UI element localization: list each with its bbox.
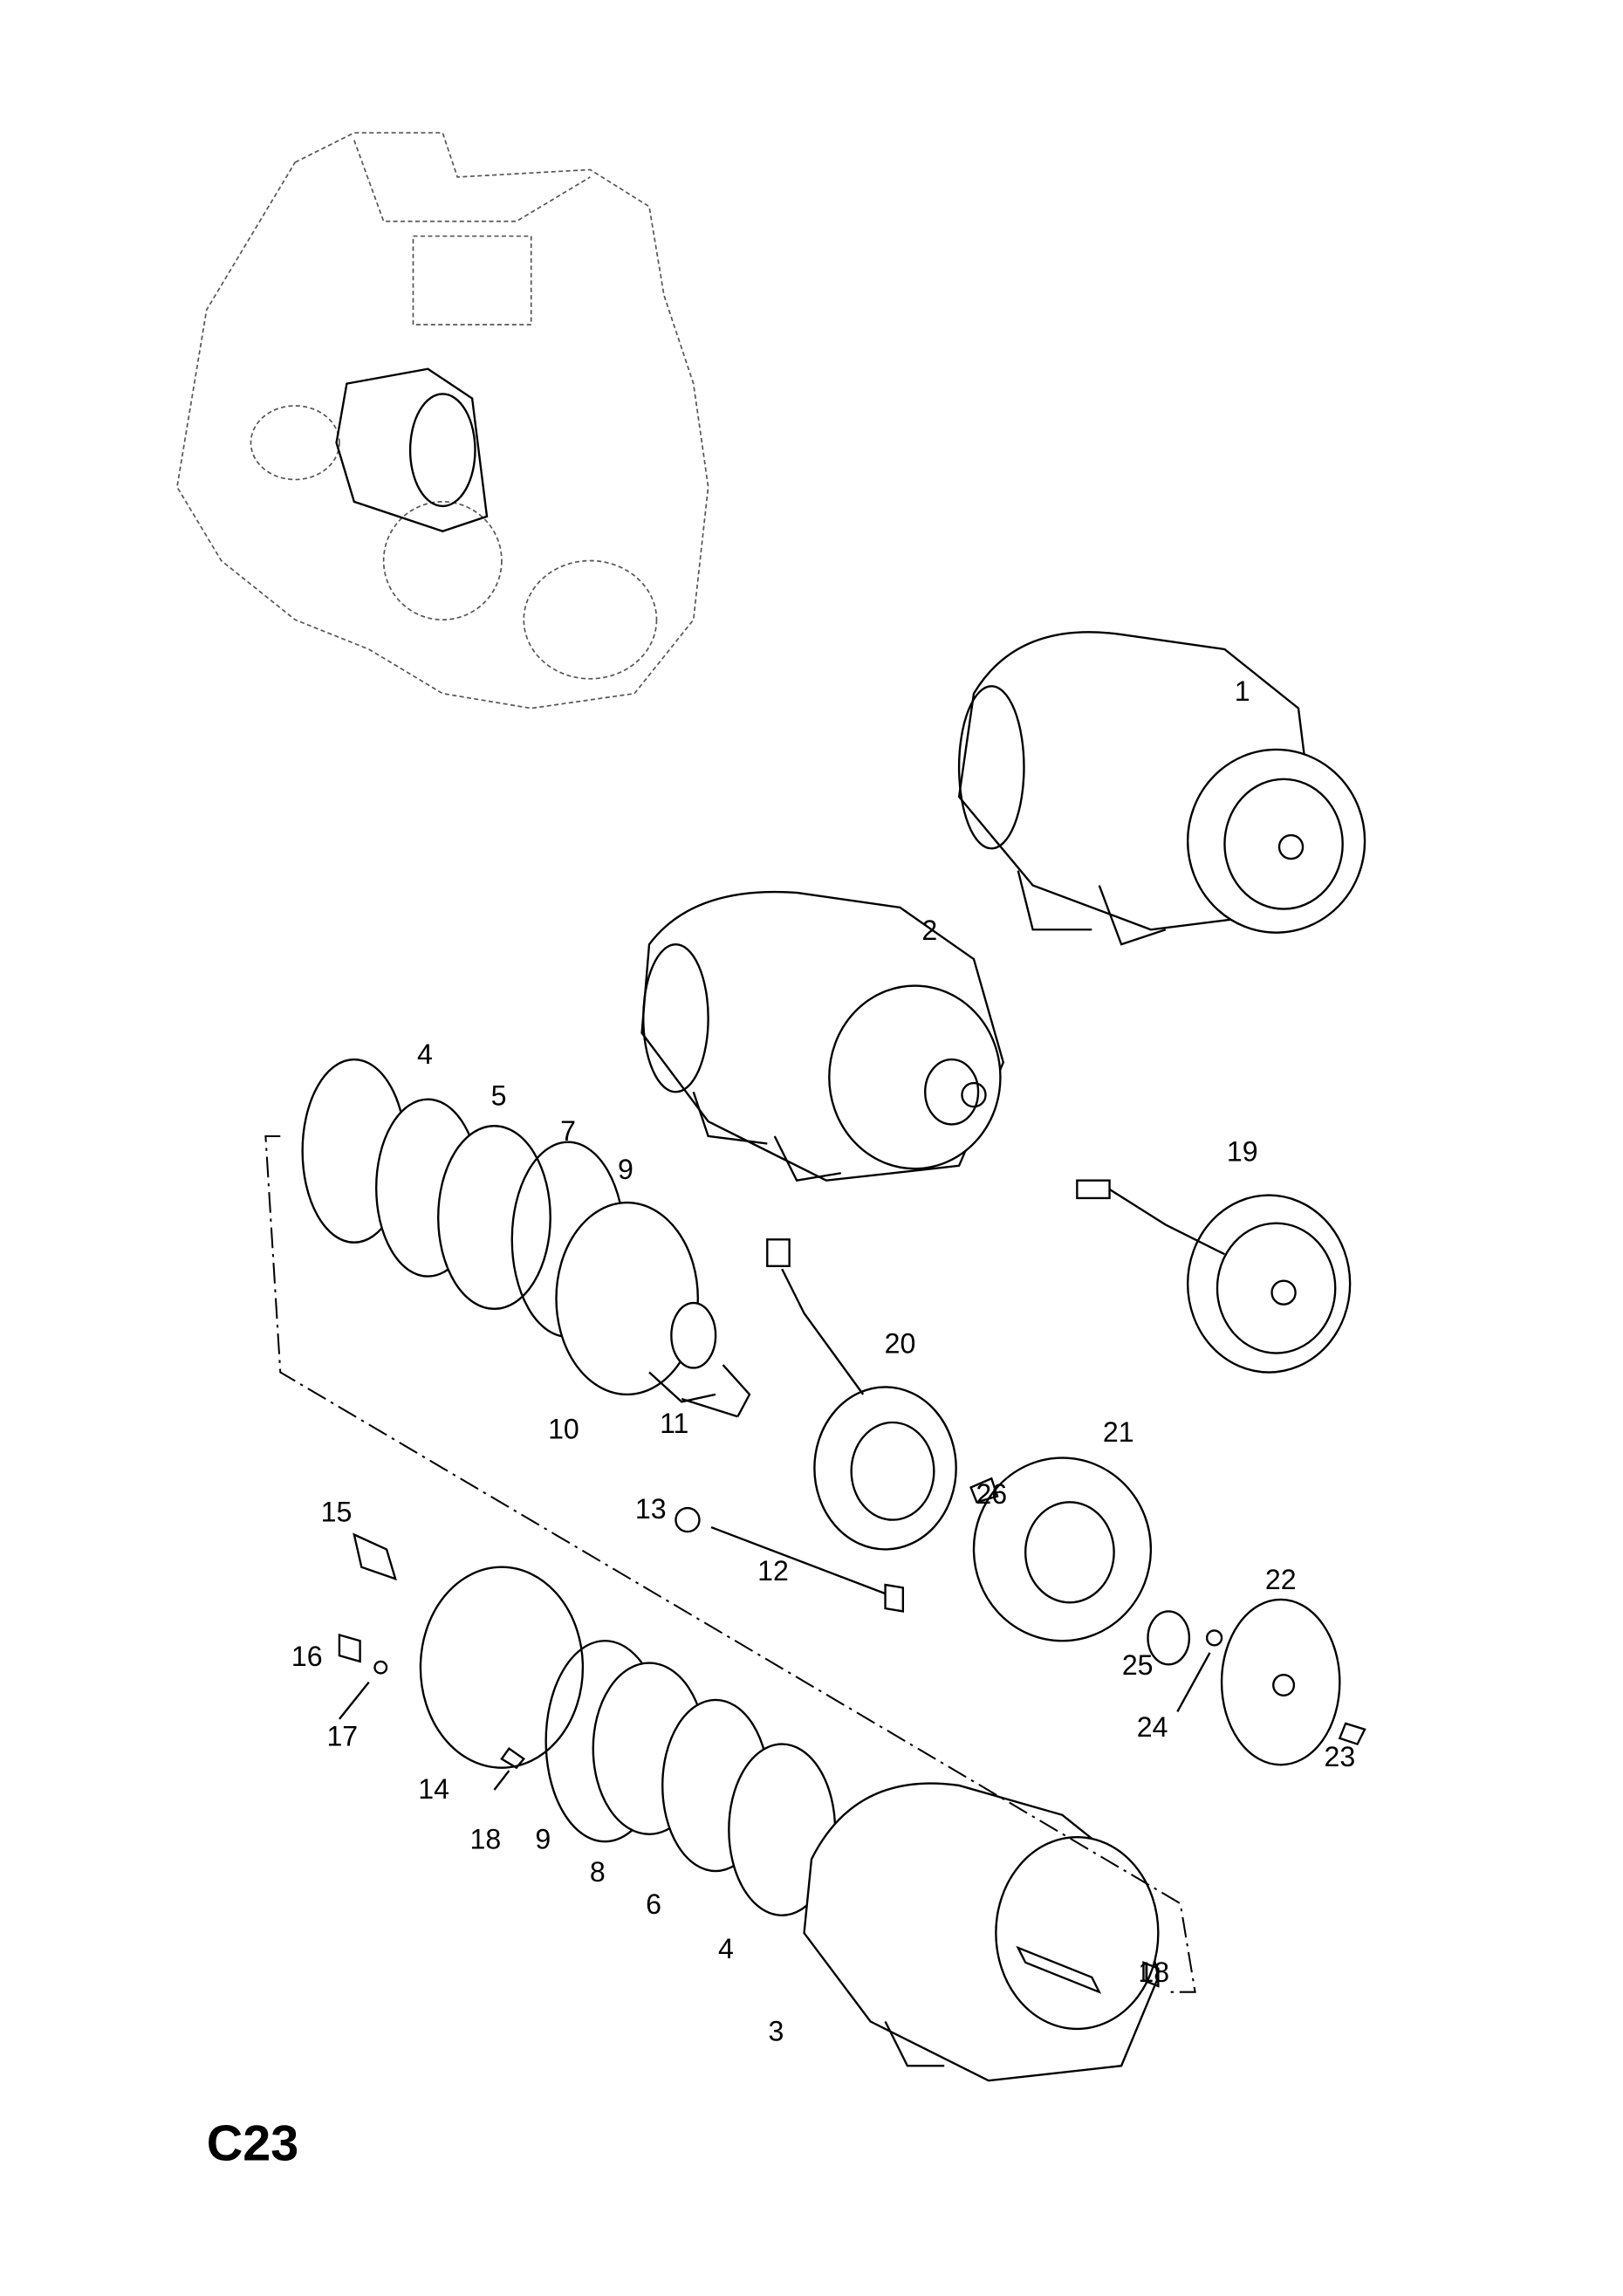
compressor-assembly-1 [957, 631, 1366, 946]
rear-head-and-plates [338, 1532, 1160, 2082]
callout-21: 21 [1103, 1416, 1134, 1448]
callout-2: 2 [921, 915, 937, 946]
clutch-parts [675, 1238, 1366, 1766]
callout-9b: 9 [535, 1824, 551, 1855]
callout-24: 24 [1137, 1711, 1168, 1743]
callout-25: 25 [1122, 1649, 1154, 1681]
assembly-bracket-line [264, 1134, 1196, 1993]
callout-26: 26 [976, 1478, 1007, 1510]
compressor-assembly-2 [640, 890, 1005, 1182]
callout-9: 9 [618, 1154, 633, 1185]
callout-10: 10 [548, 1414, 579, 1445]
callout-8: 8 [590, 1856, 606, 1888]
callout-13: 13 [635, 1493, 667, 1525]
callout-4b: 4 [718, 1933, 734, 1964]
callout-14: 14 [418, 1773, 449, 1805]
callout-4: 4 [417, 1038, 433, 1070]
callout-7: 7 [560, 1115, 576, 1147]
callout-5: 5 [491, 1079, 507, 1111]
callout-3: 3 [768, 2016, 784, 2047]
callout-6: 6 [646, 1888, 661, 1920]
page-code: C23 [207, 2115, 298, 2171]
callout-23: 23 [1324, 1741, 1355, 1772]
callout-20: 20 [885, 1328, 916, 1360]
callout-19: 19 [1227, 1136, 1258, 1168]
callout-22: 22 [1265, 1564, 1297, 1595]
callout-15: 15 [321, 1496, 353, 1527]
callout-18: 18 [469, 1824, 501, 1855]
callout-18b: 18 [1138, 1957, 1169, 1988]
callout-12: 12 [757, 1555, 789, 1587]
clutch-assembly-19 [1076, 1179, 1352, 1374]
engine-context-illustration [176, 132, 709, 709]
valve-plates-front [301, 1058, 751, 1417]
callout-11: 11 [660, 1408, 688, 1439]
callout-17: 17 [326, 1720, 358, 1751]
callout-16: 16 [291, 1641, 323, 1672]
leader-lines [338, 1397, 1211, 1791]
callout-labels: 1 2 4 5 7 9 10 11 20 21 26 13 12 15 16 1… [291, 675, 1355, 2046]
callout-1: 1 [1235, 675, 1250, 707]
